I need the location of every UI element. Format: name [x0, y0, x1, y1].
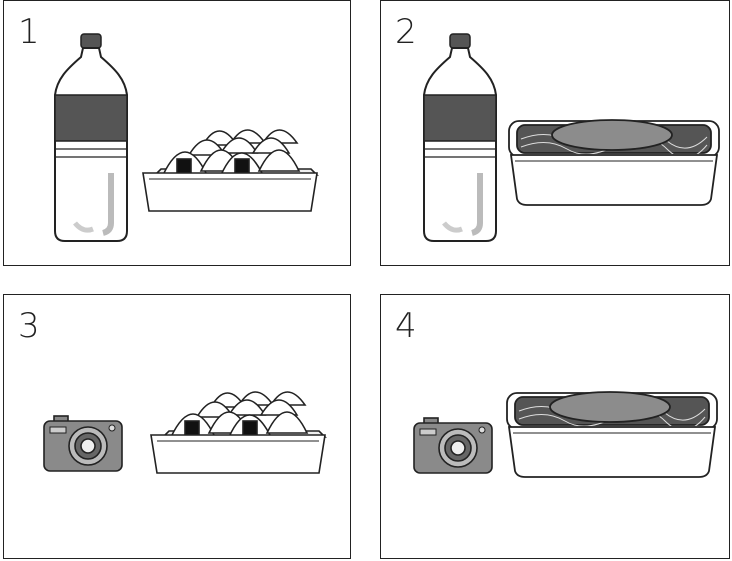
panel-number: 4	[395, 306, 417, 346]
panel-number: 2	[395, 12, 417, 52]
panel-number: 3	[18, 306, 40, 346]
onigiri-tray-icon	[150, 391, 326, 474]
spaghetti-tray-icon	[508, 119, 720, 206]
spaghetti-tray-icon	[506, 391, 718, 478]
panel-4: 4	[380, 294, 730, 559]
panel-2: 2	[380, 0, 730, 266]
onigiri-tray-icon	[142, 129, 318, 212]
panel-number: 1	[18, 12, 40, 52]
camera-icon	[413, 417, 493, 474]
panel-1: 1	[3, 0, 351, 266]
bottle-icon	[55, 34, 127, 241]
panel-3: 3	[3, 294, 351, 559]
camera-icon	[43, 415, 123, 472]
bottle-icon	[424, 34, 496, 241]
